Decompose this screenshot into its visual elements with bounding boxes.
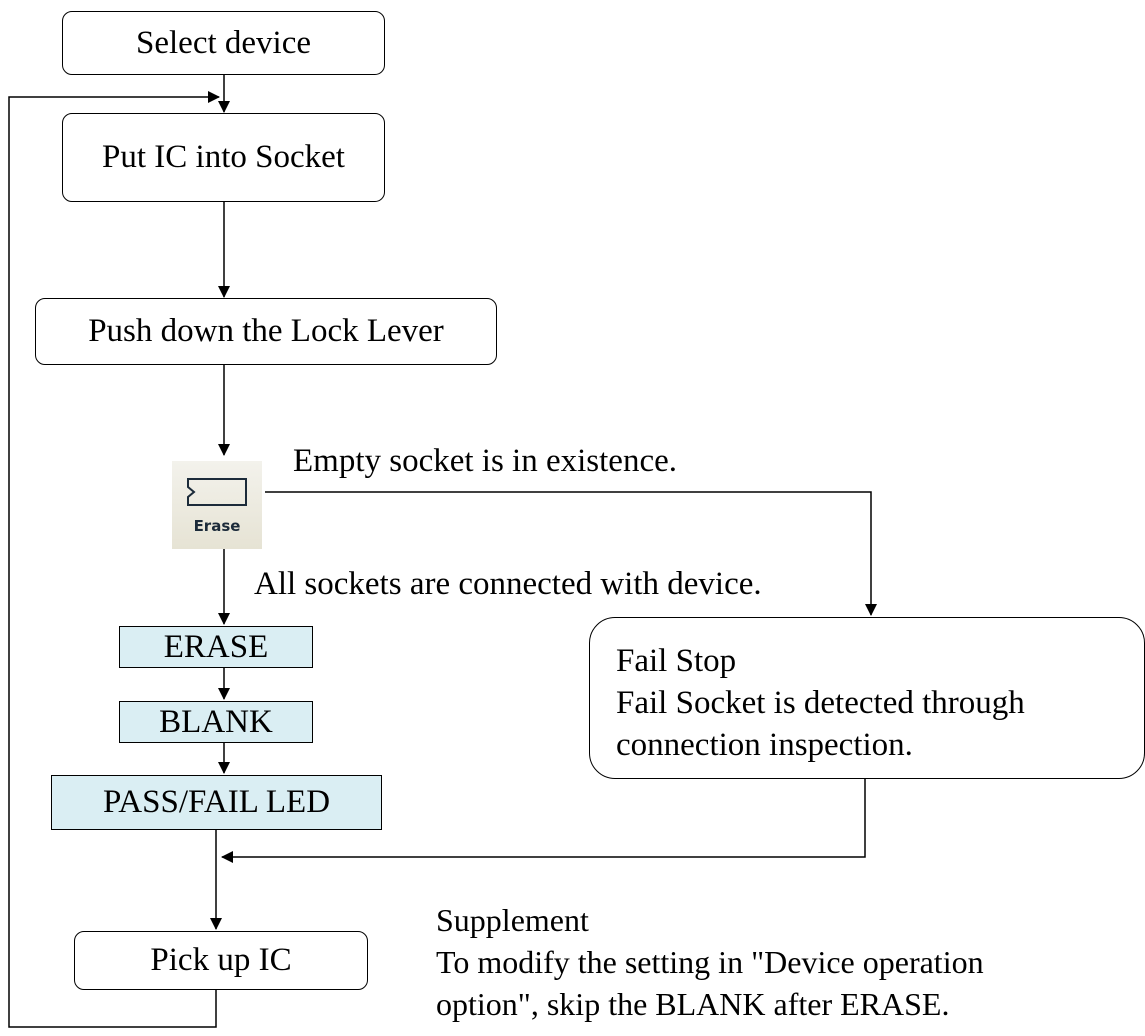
erase-toolbar-button: Erase	[172, 459, 262, 549]
blank-step: BLANK	[119, 701, 313, 743]
fail-stop-line1: Fail Socket is detected through	[616, 685, 1025, 721]
socket-icon	[187, 478, 247, 506]
push-lever-step: Push down the Lock Lever	[35, 298, 497, 365]
arrow-icon-to-failstop	[265, 491, 877, 616]
fail-stop-title: Fail Stop	[616, 643, 737, 679]
arrow-loop-back	[8, 91, 220, 1028]
select-device-step: Select device	[62, 11, 385, 75]
pass-fail-led-label: PASS/FAIL LED	[102, 784, 331, 820]
erase-step: ERASE	[119, 626, 313, 668]
put-ic-step: Put IC into Socket	[62, 113, 385, 202]
pass-fail-led-step: PASS/FAIL LED	[51, 775, 382, 830]
pick-up-ic-label: Pick up IC	[150, 942, 292, 978]
blank-label: BLANK	[159, 703, 273, 740]
pick-up-ic-step: Pick up IC	[74, 931, 368, 990]
fail-stop-box: Fail Stop Fail Socket is detected throug…	[589, 617, 1145, 779]
supplement-line1: To modify the setting in "Device operati…	[436, 944, 984, 980]
supplement-title: Supplement	[436, 902, 589, 938]
empty-socket-label: Empty socket is in existence.	[293, 443, 677, 479]
erase-icon-label: Erase	[193, 517, 241, 535]
arrow-failstop-to-join	[221, 779, 866, 863]
select-device-label: Select device	[136, 24, 311, 61]
push-lever-label: Push down the Lock Lever	[88, 313, 444, 349]
put-ic-label: Put IC into Socket	[102, 139, 345, 175]
all-sockets-label: All sockets are connected with device.	[254, 566, 762, 602]
fail-stop-line2: connection inspection.	[616, 727, 913, 763]
supplement-line2: option", skip the BLANK after ERASE.	[436, 986, 950, 1022]
erase-label: ERASE	[163, 628, 269, 665]
